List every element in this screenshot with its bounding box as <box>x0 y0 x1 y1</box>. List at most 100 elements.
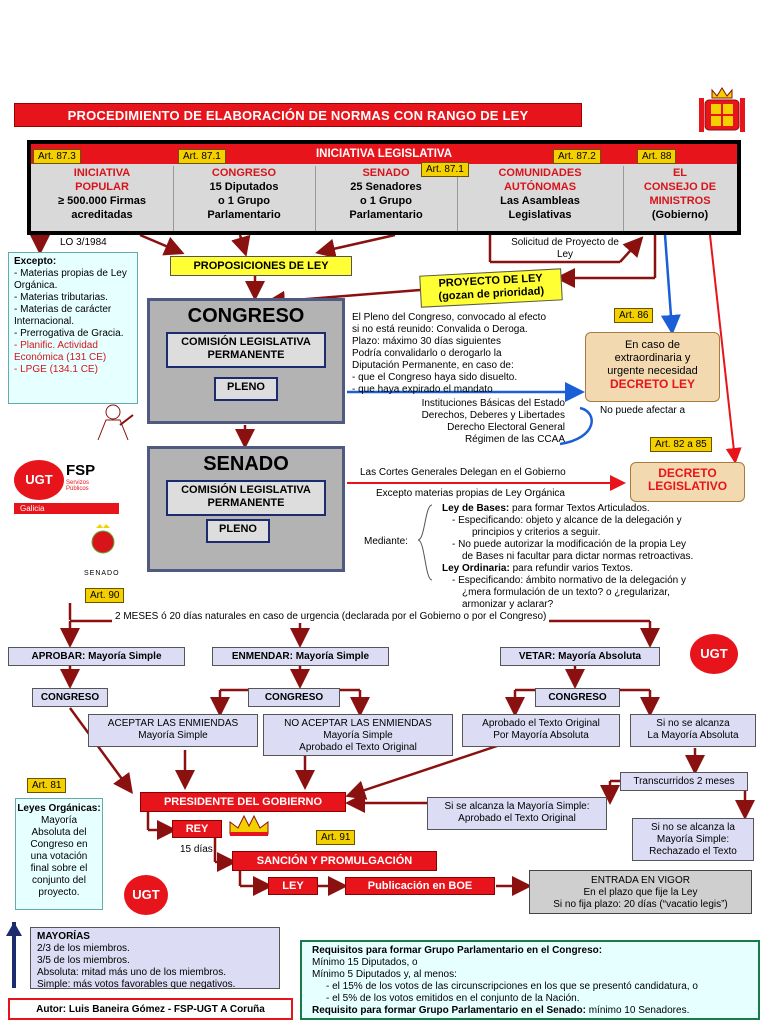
ugt-logo: UGT <box>124 875 168 915</box>
requisitos-line: Mínimo 15 Diputados, o <box>312 957 418 968</box>
aprobado-absoluta-box: Aprobado el Texto Original Por Mayoría A… <box>462 714 620 747</box>
art-badge: Art. 87.1 <box>178 149 226 164</box>
no-abs-line: Si no se alcanza <box>656 718 730 729</box>
col-senado: SENADO 25 Senadores o 1 Grupo Parlamenta… <box>315 166 458 231</box>
enmendar-box: ENMENDAR: Mayoría Simple <box>212 647 389 666</box>
no-abs-line: La Mayoría Absoluta <box>647 730 739 741</box>
ley-box: LEY <box>268 877 318 895</box>
congreso-vetar-box: CONGRESO <box>535 688 620 707</box>
requisitos-line: Mínimo 5 Diputados y, al menos: <box>312 969 457 980</box>
senado-title: SENADO <box>203 453 289 475</box>
excepto-item: - Prerrogativa de Gracia. <box>14 328 124 339</box>
art-badge: Art. 81 <box>27 778 67 793</box>
col-iniciativa-popular: INICIATIVA POPULAR ≥ 500.000 Firmas acre… <box>31 166 174 231</box>
mayorias-title: MAYORÍAS <box>37 931 90 942</box>
bases-line: - Especificando: objeto y alcance de la … <box>452 515 682 526</box>
art-badge: Art. 87.1 <box>421 162 469 177</box>
aprobar-box: APROBAR: Mayoría Simple <box>8 647 185 666</box>
no-simple-line: Si no se alcanza la <box>651 822 735 833</box>
art-badge: Art. 88 <box>637 149 677 164</box>
vigor-line: En el plazo que fije la Ley <box>583 887 698 898</box>
congreso-title: CONGRESO <box>187 305 305 327</box>
entrada-vigor-box: ENTRADA EN VIGOR En el plazo que fije la… <box>529 870 752 914</box>
col-line: MINISTROS <box>649 195 711 207</box>
decreto-leg-line: LEGISLATIVO <box>647 479 728 493</box>
transcurridos-box: Transcurridos 2 meses <box>620 772 748 791</box>
senado-comision: COMISIÓN LEGISLATIVA PERMANENTE <box>166 480 326 516</box>
no-simple-line: Rechazado el Texto <box>649 846 737 857</box>
ordinaria-rest: para refundir varios Textos. <box>509 563 634 574</box>
no-aceptar-enmiendas-box: NO ACEPTAR LAS ENMIENDAS Mayoría Simple … <box>263 714 453 756</box>
writer-figure-icon <box>97 404 134 441</box>
congreso-comision: COMISIÓN LEGISLATIVA PERMANENTE <box>166 332 326 368</box>
no-simple-box: Si no se alcanza la Mayoría Simple: Rech… <box>632 818 754 861</box>
col-line: Parlamentario <box>349 209 423 221</box>
art-badge: Art. 87.2 <box>553 149 601 164</box>
sancion-box: SANCIÓN Y PROMULGACIÓN <box>232 851 437 871</box>
solicitud-text: Solicitud de Proyecto de Ley <box>511 237 619 260</box>
institucion-item: Derechos, Deberes y Libertades <box>421 410 565 421</box>
bases-line: principios y criterios a seguir. <box>472 527 601 538</box>
page-title: PROCEDIMIENTO DE ELABORACIÓN DE NORMAS C… <box>14 103 582 127</box>
institucion-item: Instituciones Básicas del Estado <box>421 398 565 409</box>
pleno-line: si no está reunido: Convalida o Deroga. <box>352 324 528 335</box>
mediante-text: Mediante: <box>364 536 408 547</box>
senado-crest-icon <box>91 524 115 554</box>
bases-line: - No puede autorizar la modificación de … <box>452 539 687 550</box>
col-congreso: CONGRESO 15 Diputados o 1 Grupo Parlamen… <box>173 166 316 231</box>
quince-dias-text: 15 días <box>180 844 213 855</box>
boe-box: Publicación en BOE <box>345 877 495 895</box>
aprobado-abs-line: Por Mayoría Absoluta <box>493 730 589 741</box>
col-comunidades: COMUNIDADES AUTÓNOMAS Las Asambleas Legi… <box>457 166 624 231</box>
ugt-logo: UGT <box>690 634 738 674</box>
col-line: INICIATIVA <box>73 167 131 179</box>
col-line: Parlamentario <box>207 209 281 221</box>
excepto-box: Excepto: - Materias propias de Ley Orgán… <box>8 252 138 404</box>
no-aceptar-line: Mayoría Simple <box>323 730 393 741</box>
pleno-line: Diputación Permanente, en caso de: <box>352 360 514 371</box>
requisitos-title: Requisitos para formar Grupo Parlamentar… <box>312 945 603 956</box>
col-line: AUTÓNOMAS <box>503 181 577 193</box>
no-afectar-text: No puede afectar a <box>600 405 686 416</box>
col-line: (Gobierno) <box>651 209 709 221</box>
col-line: o 1 Grupo <box>218 195 270 207</box>
excepto-lo-text: Excepto materias propias de Ley Orgánica <box>376 488 565 499</box>
crown-icon <box>229 814 269 836</box>
excepto-title: Excepto: <box>14 256 57 267</box>
requisitos-box: Requisitos para formar Grupo Parlamentar… <box>300 940 760 1020</box>
excepto-item: - Planific. Actividad Económica (131 CE) <box>14 340 107 363</box>
leyes-org-line: proyecto. <box>38 887 80 898</box>
art-badge: Art. 86 <box>614 308 654 323</box>
si-simple-box: Si se alcanza la Mayoría Simple: Aprobad… <box>427 797 607 830</box>
proposiciones-box: PROPOSICIONES DE LEY <box>170 256 352 276</box>
pleno-line: El Pleno del Congreso, convocado al efec… <box>352 312 547 323</box>
presidente-box: PRESIDENTE DEL GOBIERNO <box>140 792 346 812</box>
si-simple-line: Si se alcanza la Mayoría Simple: <box>444 801 590 812</box>
mayorias-box: MAYORÍAS 2/3 de los miembros. 3/5 de los… <box>30 927 280 990</box>
requisitos-senado-title: Requisito para formar Grupo Parlamentari… <box>312 1005 586 1016</box>
ugt-logo: UGT <box>14 460 64 500</box>
instituciones-list: Instituciones Básicas del Estado Derecho… <box>395 398 565 446</box>
col-line: COMUNIDADES <box>498 167 582 179</box>
ordinaria-title: Ley Ordinaria: <box>442 563 510 574</box>
congreso-block: CONGRESO COMISIÓN LEGISLATIVA PERMANENTE… <box>147 298 345 424</box>
senado-pleno-button[interactable]: PLENO <box>206 519 270 543</box>
bases-line: - Especificando: ámbito normativo de la … <box>452 575 687 586</box>
no-aceptar-line: Aprobado el Texto Original <box>299 742 417 753</box>
art-badge: Art. 87.3 <box>33 149 81 164</box>
bases-title: Ley de Bases: <box>442 503 510 514</box>
leyes-org-line: Mayoría <box>40 815 78 826</box>
col-line: acreditadas <box>71 209 133 221</box>
urgente-line: En caso de <box>624 339 681 351</box>
vetar-box: VETAR: Mayoría Absoluta <box>500 647 660 666</box>
senado-block: SENADO COMISIÓN LEGISLATIVA PERMANENTE P… <box>147 446 345 572</box>
fsp-subtitle: Servizos Públicos <box>66 480 90 492</box>
galicia-label: Galicia <box>14 503 119 514</box>
excepto-item: - Materias de carácter Internacional. <box>14 304 112 327</box>
congreso-enmendar-box: CONGRESO <box>248 688 340 707</box>
congreso-pleno-button[interactable]: PLENO <box>214 377 278 401</box>
rey-box: REY <box>172 820 222 838</box>
col-consejo-ministros: EL CONSEJO DE MINISTROS (Gobierno) <box>623 166 737 231</box>
excepto-item: - Materias propias de Ley Orgánica. <box>14 268 127 291</box>
col-line: ≥ 500.000 Firmas <box>58 195 146 207</box>
